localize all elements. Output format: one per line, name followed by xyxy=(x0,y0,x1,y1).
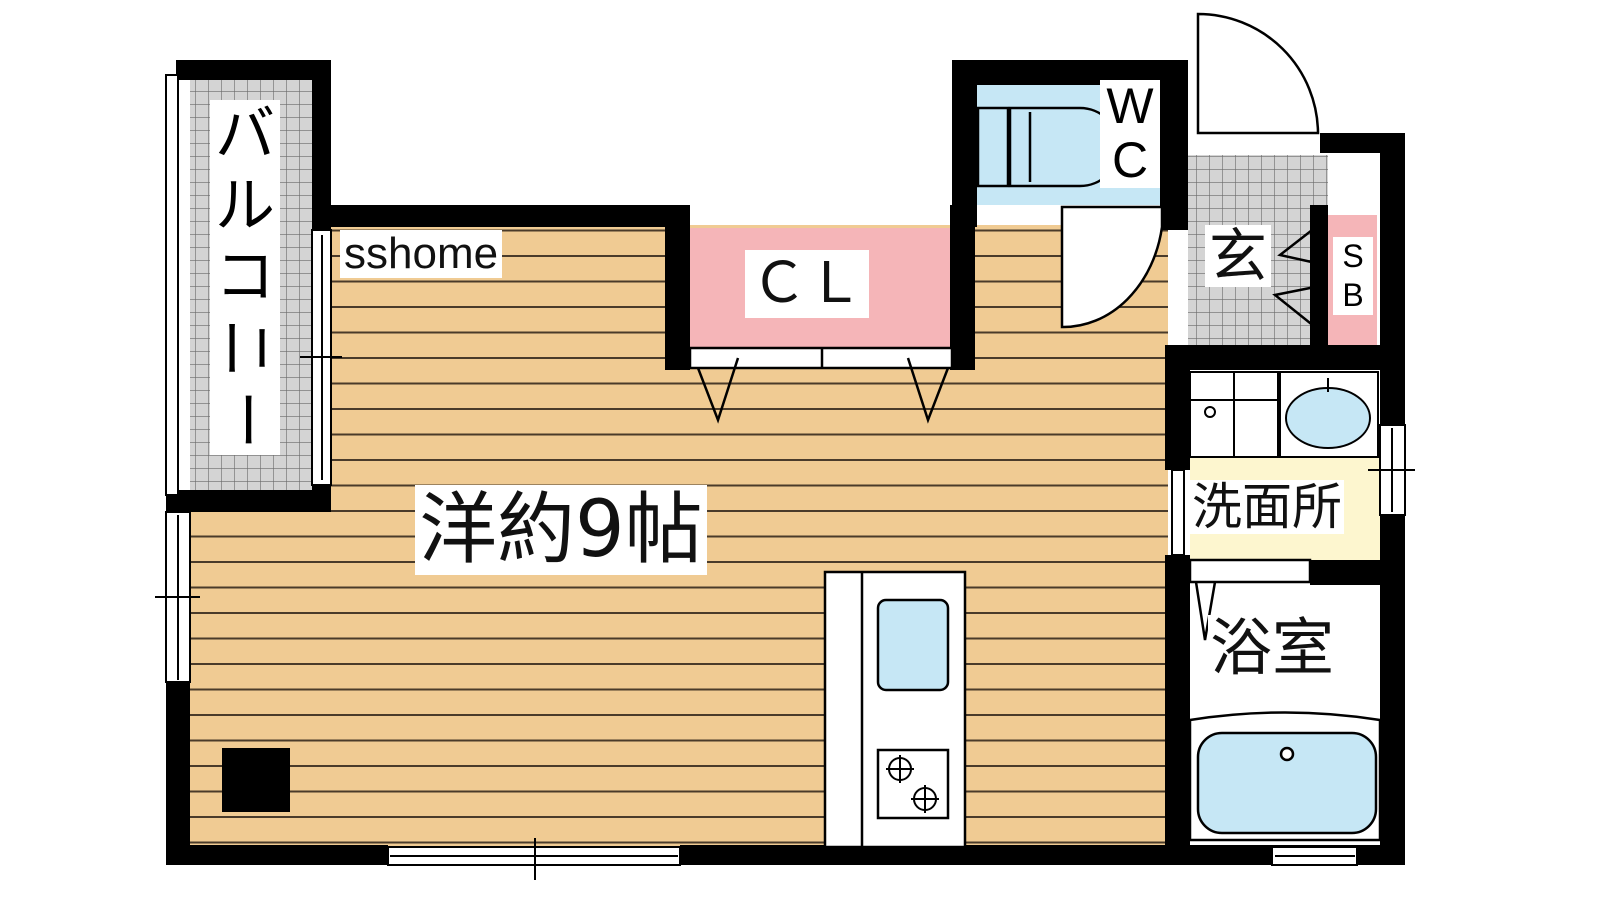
windows xyxy=(155,74,1415,880)
wc-label-line2: C xyxy=(1111,132,1149,188)
watermark-label: sshome xyxy=(340,230,503,278)
bathroom-label: 浴室 xyxy=(1208,611,1337,684)
sink-icon xyxy=(1285,387,1371,449)
toilet-icon xyxy=(976,106,1121,188)
balcony-char: コ xyxy=(215,242,275,312)
main-room-label: 洋約9帖 xyxy=(415,485,707,575)
kitchen-counter xyxy=(823,570,967,849)
shoebox-label-line2: B xyxy=(1342,277,1364,313)
washroom-fixtures xyxy=(1189,371,1379,458)
wc-label: W C xyxy=(1100,80,1160,188)
balcony-label: バ ル コ ニ ー xyxy=(210,100,281,455)
doors xyxy=(688,12,1326,641)
entrance-label: 玄 xyxy=(1205,225,1272,287)
shoebox-label: S B xyxy=(1333,237,1373,315)
kitchen-sink-icon xyxy=(876,598,950,692)
gas-stove-icon xyxy=(886,755,939,813)
washroom-label: 洗面所 xyxy=(1190,478,1344,536)
closet-label: ＣＬ xyxy=(745,250,869,318)
balcony-char: バ xyxy=(215,100,275,170)
wc-label-line1: W xyxy=(1106,78,1154,134)
bathtub-icon xyxy=(1188,711,1382,842)
balcony-char: ニ xyxy=(210,318,281,379)
balcony-char: ル xyxy=(215,171,275,241)
balcony-char: ー xyxy=(210,389,281,450)
shoebox-label-line1: S xyxy=(1342,238,1364,274)
